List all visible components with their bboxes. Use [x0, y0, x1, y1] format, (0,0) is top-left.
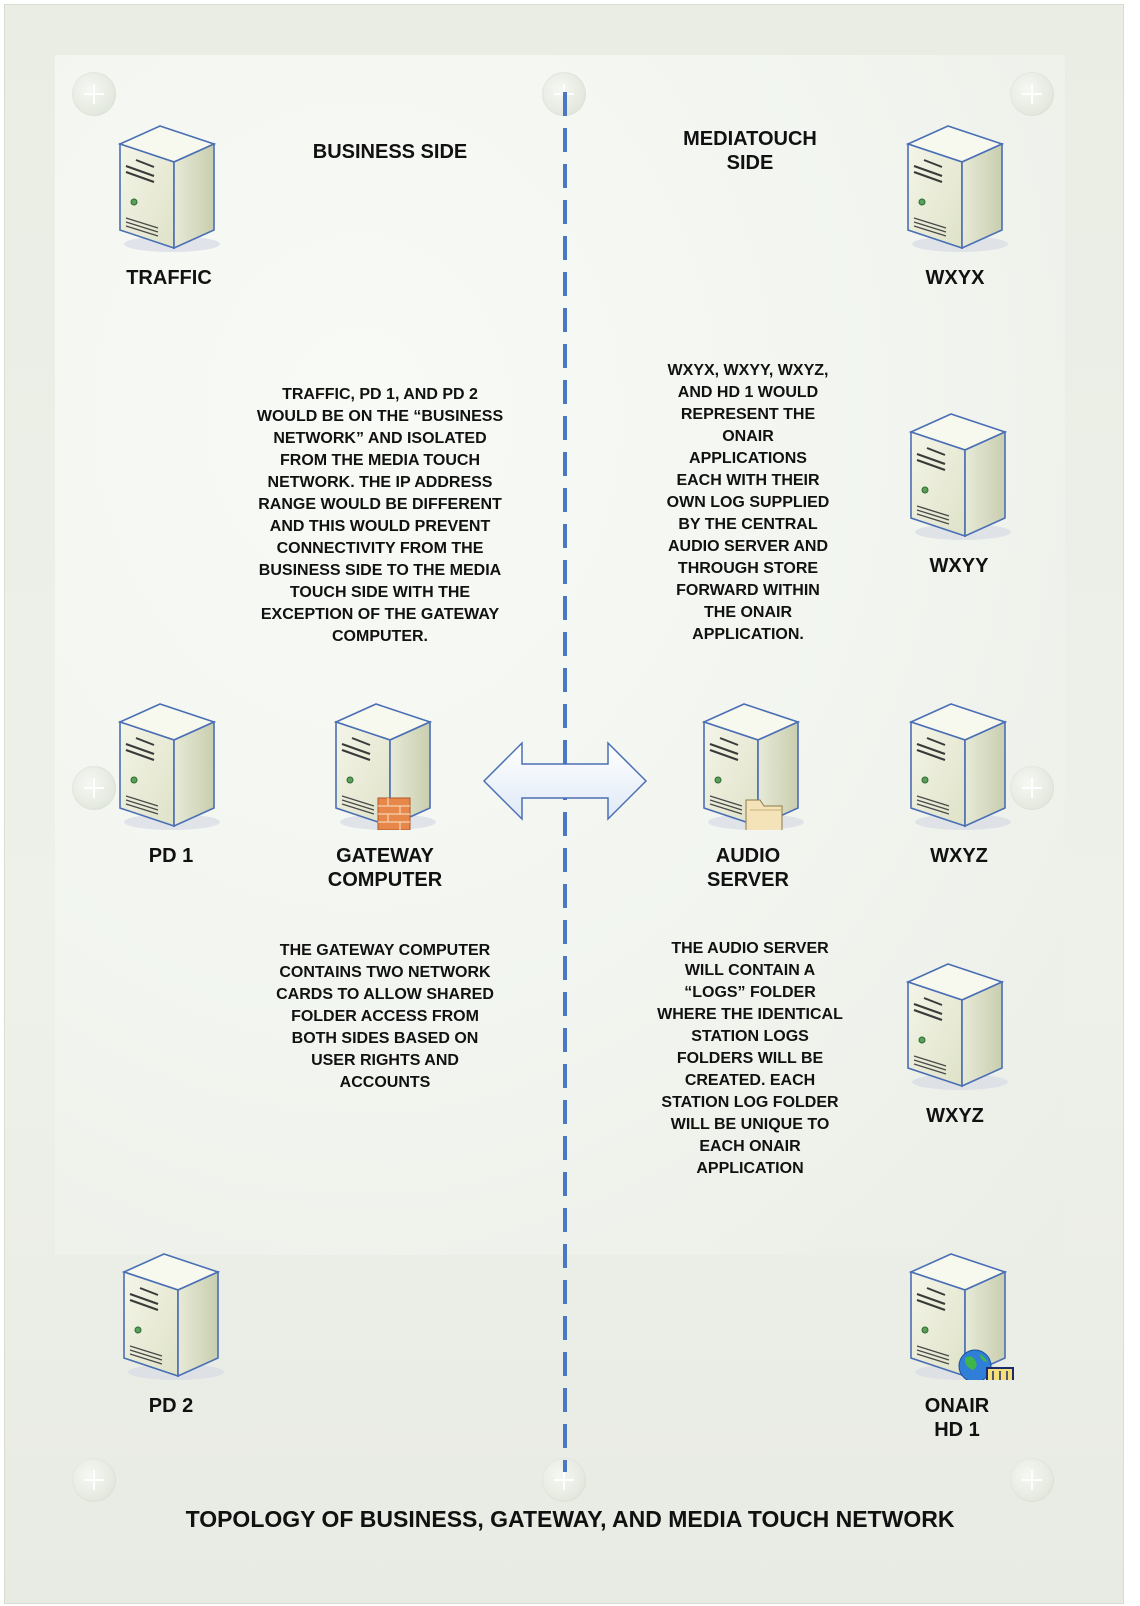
- firewall-icon: [377, 797, 411, 830]
- node-label-wxyz-1: WXYZ: [930, 845, 988, 867]
- server-pd1-icon: [118, 702, 222, 830]
- node-label-wxyx: WXYX: [925, 267, 985, 289]
- server-wxyy-icon: [909, 412, 1013, 540]
- diagram-title: TOPOLOGY OF BUSINESS, GATEWAY, AND MEDIA…: [185, 1506, 955, 1532]
- node-label-pd2: PD 2: [148, 1395, 194, 1417]
- node-label-onair-hd1: ONAIR HD 1: [924, 1395, 990, 1441]
- server-pd2-icon: [122, 1252, 226, 1380]
- node-label-wxyy: WXYY: [929, 555, 989, 577]
- globe-media-icon: [958, 1349, 1014, 1380]
- bidirectional-arrow-icon: [482, 741, 648, 821]
- node-label-pd1: PD 1: [148, 845, 194, 867]
- server-traffic-icon: [118, 124, 222, 252]
- diagram-panel: [55, 55, 1065, 1255]
- node-label-gateway: GATEWAY COMPUTER: [327, 845, 443, 891]
- node-label-audio-server: AUDIO SERVER: [707, 845, 789, 891]
- note-business-network: TRAFFIC, PD 1, AND PD 2 WOULD BE ON THE …: [256, 386, 504, 645]
- plus-circle-icon: [1010, 1458, 1054, 1502]
- plus-circle-icon: [72, 72, 116, 116]
- business-side-heading: BUSINESS SIDE: [312, 141, 468, 163]
- server-wxyx-icon: [906, 124, 1010, 252]
- note-onair-applications: WXYX, WXYY, WXYZ, AND HD 1 WOULD REPRESE…: [666, 362, 830, 643]
- note-gateway-network-cards: THE GATEWAY COMPUTER CONTAINS TWO NETWOR…: [276, 942, 494, 1091]
- folder-icon: [745, 799, 783, 830]
- node-label-traffic: TRAFFIC: [126, 267, 212, 289]
- server-wxyz-1-icon: [909, 702, 1013, 830]
- mediatouch-side-heading: MEDIATOUCH SIDE: [683, 128, 817, 174]
- server-gateway-icon: [334, 702, 438, 830]
- plus-circle-icon: [1010, 72, 1054, 116]
- note-audio-server-logs: THE AUDIO SERVER WILL CONTAIN A “LOGS” F…: [657, 940, 843, 1177]
- plus-circle-icon: [72, 1458, 116, 1502]
- plus-circle-icon: [72, 766, 116, 810]
- plus-circle-icon: [1010, 766, 1054, 810]
- server-onair-icon: [909, 1252, 1014, 1380]
- server-audio-icon: [702, 702, 806, 830]
- server-wxyz-2-icon: [906, 962, 1010, 1090]
- node-label-wxyz-2: WXYZ: [926, 1105, 984, 1127]
